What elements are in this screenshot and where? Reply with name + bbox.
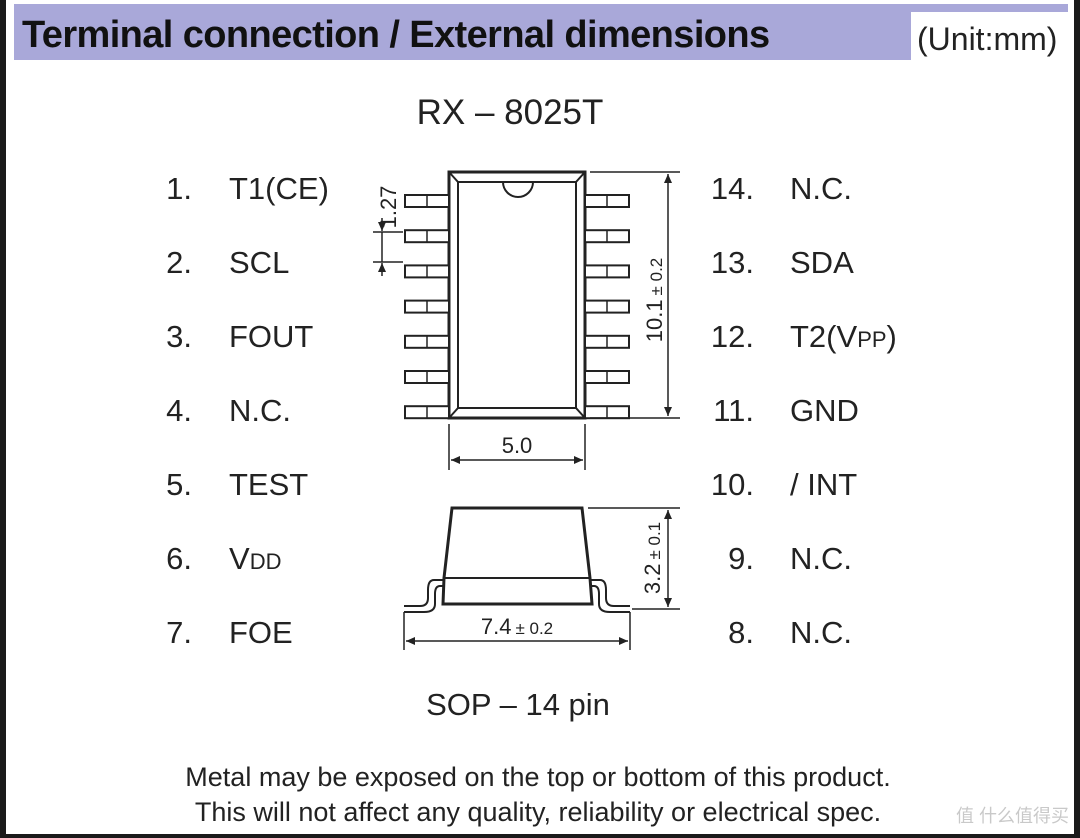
pin-name-left-1: T1(CE): [229, 171, 329, 206]
note-line-2: This will not affect any quality, reliab…: [194, 797, 882, 827]
pin-number-left-1: 1.: [166, 171, 192, 206]
page-title: Terminal connection / External dimension…: [22, 14, 770, 56]
pin-number-left-3: 3.: [166, 319, 192, 354]
unit-box: [911, 12, 1073, 64]
width-dimension: 5.0: [448, 424, 586, 470]
pin-name-left-2: SCL: [229, 245, 289, 280]
header-band: [14, 4, 1068, 60]
body-inner: [457, 181, 577, 409]
pin-list-right: 14. N.C. 13. SDA 12. T2(VPP) 11. GND 10. / INT 9. N…: [711, 171, 897, 650]
pin-number-right-5: 10.: [711, 467, 754, 502]
pin-name-left-7: FOE: [229, 615, 293, 650]
pin-number-right-2: 13.: [711, 245, 754, 280]
height-label: 3.2± 0.1: [640, 522, 665, 594]
width-label: 5.0: [502, 433, 533, 458]
pin-name-left-6: VDD: [229, 541, 281, 576]
pin-number-left-4: 4.: [166, 393, 192, 428]
lead-set: [404, 194, 630, 420]
length-label: 10.1± 0.2: [642, 258, 667, 343]
note: Metal may be exposed on the top or botto…: [0, 760, 1076, 830]
pitch-dimension: 1.27: [373, 186, 403, 276]
length-dimension: 10.1± 0.2: [590, 171, 680, 419]
pin-name-right-7: N.C.: [790, 615, 852, 650]
pin-number-right-6: 9.: [728, 541, 754, 576]
pin-number-right-4: 11.: [713, 393, 754, 428]
unit-label: (Unit:mm): [917, 21, 1058, 57]
pin-list-left: 1. T1(CE) 2. SCL 3. FOUT 4. N.C. 5. TEST 6. VDD 7. FO…: [166, 171, 329, 650]
pin-name-right-2: SDA: [790, 245, 854, 280]
left-lead: [404, 579, 444, 607]
package-label: SOP – 14 pin: [426, 687, 610, 722]
overall-width-dimension: 7.4± 0.2: [403, 612, 631, 650]
pin-name-right-5: / INT: [790, 467, 857, 502]
right-lead: [590, 579, 630, 607]
pin-name-left-5: TEST: [229, 467, 308, 502]
pin-name-right-1: N.C.: [790, 171, 852, 206]
top-view: [404, 170, 630, 420]
side-body: [441, 506, 594, 606]
pin-number-left-5: 5.: [166, 467, 192, 502]
side-view: [404, 506, 630, 613]
pin-number-left-7: 7.: [166, 615, 192, 650]
pin-name-right-6: N.C.: [790, 541, 852, 576]
overall-width-label: 7.4± 0.2: [481, 614, 553, 639]
part-number: RX – 8025T: [417, 93, 604, 132]
pin-name-right-4: GND: [790, 393, 859, 428]
pin-number-right-1: 14.: [711, 171, 754, 206]
pin-name-left-4: N.C.: [229, 393, 291, 428]
pitch-label: 1.27: [376, 186, 401, 229]
pin-number-right-7: 8.: [728, 615, 754, 650]
height-dimension: 3.2± 0.1: [588, 507, 680, 610]
watermark: 值 什么值得买: [956, 806, 1070, 826]
pin-name-right-3: T2(VPP): [790, 319, 897, 354]
pin-number-left-2: 2.: [166, 245, 192, 280]
pin-number-left-6: 6.: [166, 541, 192, 576]
pin-name-left-3: FOUT: [229, 319, 313, 354]
body-outline: [447, 170, 587, 420]
note-line-1: Metal may be exposed on the top or botto…: [185, 762, 891, 792]
pin-number-right-3: 12.: [711, 319, 754, 354]
pin1-notch: [502, 181, 534, 198]
